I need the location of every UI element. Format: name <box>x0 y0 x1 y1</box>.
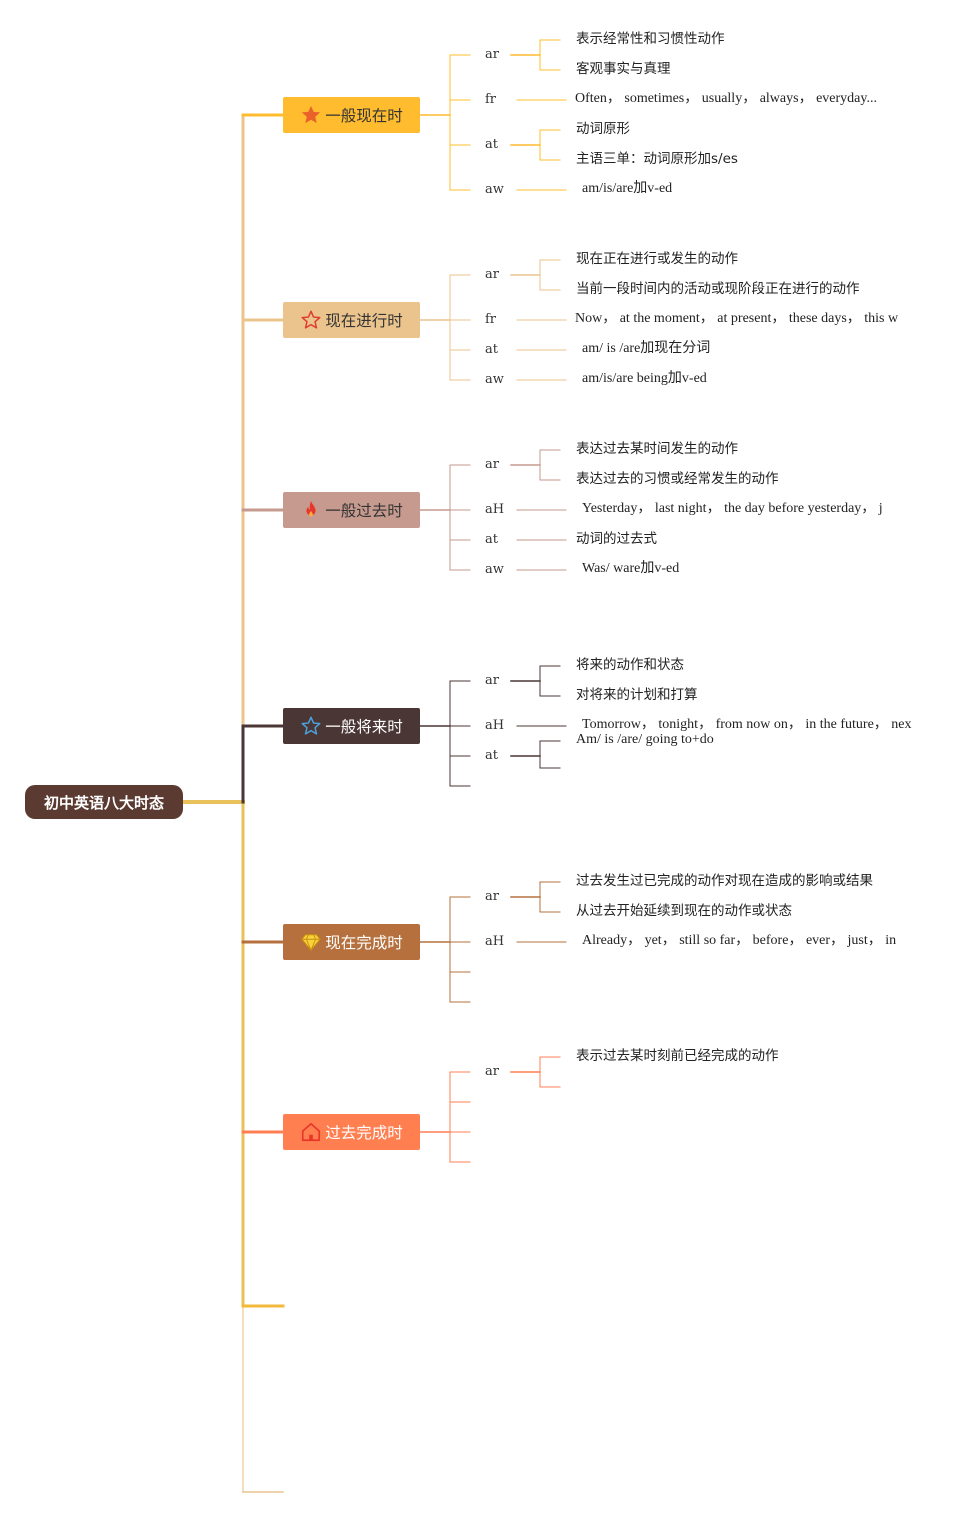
leaf-text[interactable]: 现在正在进行或发生的动作 <box>576 251 738 267</box>
leaf-text[interactable]: 将来的动作和状态 <box>576 657 684 673</box>
leaf-text[interactable]: Was/ ware加v-ed <box>582 561 680 576</box>
star-outline-icon <box>300 715 322 737</box>
branch-node[interactable]: 一般过去时 <box>283 492 420 528</box>
root-node[interactable]: 初中英语八大时态 <box>25 785 183 819</box>
leaf-text[interactable]: Now， at the moment， at present， these da… <box>575 311 899 326</box>
child-key[interactable]: aH <box>485 502 505 517</box>
leaf-text[interactable]: 当前一段时间内的活动或现阶段正在进行的动作 <box>576 281 860 297</box>
child-key[interactable]: aw <box>485 182 504 197</box>
child-key[interactable]: at <box>485 137 498 152</box>
leaf-text[interactable]: am/is/are加v-ed <box>582 181 673 196</box>
branch-label: 一般现在时 <box>325 107 403 125</box>
leaf-text[interactable]: Tomorrow， tonight， from now on， in the f… <box>582 717 912 732</box>
leaf-text[interactable]: Yesterday， last night， the day before ye… <box>582 501 883 516</box>
child-key[interactable]: ar <box>485 457 499 472</box>
child-key[interactable]: ar <box>485 889 499 904</box>
child-key[interactable]: at <box>485 532 498 547</box>
leaf-text[interactable]: Already， yet， still so far， before， ever… <box>582 933 897 948</box>
leaf-text[interactable]: 表示经常性和习惯性动作 <box>576 31 725 47</box>
child-key[interactable]: ar <box>485 47 499 62</box>
branch-label: 一般过去时 <box>325 502 403 520</box>
branch-node[interactable]: 一般现在时 <box>283 97 420 133</box>
branch-label: 一般将来时 <box>325 718 403 736</box>
child-key[interactable]: ar <box>485 1064 499 1079</box>
leaf-text[interactable]: 动词原形 <box>576 121 630 137</box>
branch-label: 现在进行时 <box>325 312 403 330</box>
branch-label: 现在完成时 <box>325 934 403 952</box>
child-key[interactable]: fr <box>485 312 497 327</box>
branch-node[interactable]: 过去完成时 <box>283 1114 420 1150</box>
star-outline-icon <box>300 309 322 331</box>
child-key[interactable]: fr <box>485 92 497 107</box>
leaf-text[interactable]: Am/ is /are/ going to+do <box>576 732 714 747</box>
child-key[interactable]: at <box>485 342 498 357</box>
child-key[interactable]: aH <box>485 934 505 949</box>
home-icon <box>300 1121 322 1143</box>
leaf-text[interactable]: 主语三单：动词原形加s/es <box>576 151 738 167</box>
child-key[interactable]: at <box>485 748 498 763</box>
fire-icon <box>300 499 322 521</box>
leaf-text[interactable]: 表达过去的习惯或经常发生的动作 <box>576 471 779 487</box>
branch-node[interactable]: 现在完成时 <box>283 924 420 960</box>
leaf-text[interactable]: am/is/are being加v-ed <box>582 371 707 386</box>
diamond-icon <box>300 931 322 953</box>
root-label: 初中英语八大时态 <box>43 793 164 812</box>
branch-node[interactable]: 现在进行时 <box>283 302 420 338</box>
leaf-text[interactable]: 动词的过去式 <box>576 531 657 547</box>
leaf-text[interactable]: am/ is /are加现在分词 <box>582 341 711 356</box>
branch-node[interactable]: 一般将来时 <box>283 708 420 744</box>
child-key[interactable]: ar <box>485 267 499 282</box>
leaf-text[interactable]: 客观事实与真理 <box>576 61 671 77</box>
child-key[interactable]: aw <box>485 562 504 577</box>
child-key[interactable]: ar <box>485 673 499 688</box>
leaf-text[interactable]: 表示过去某时刻前已经完成的动作 <box>576 1048 779 1064</box>
branch-label: 过去完成时 <box>325 1124 403 1142</box>
child-key[interactable]: aw <box>485 372 504 387</box>
leaf-text[interactable]: Often， sometimes， usually， always， every… <box>575 91 877 106</box>
child-key[interactable]: aH <box>485 718 505 733</box>
leaf-text[interactable]: 对将来的计划和打算 <box>576 687 698 703</box>
leaf-text[interactable]: 从过去开始延续到现在的动作或状态 <box>576 903 792 919</box>
leaf-text[interactable]: 过去发生过已完成的动作对现在造成的影响或结果 <box>576 873 873 889</box>
leaf-text[interactable]: 表达过去某时间发生的动作 <box>576 441 738 457</box>
star-filled-icon <box>300 104 322 126</box>
